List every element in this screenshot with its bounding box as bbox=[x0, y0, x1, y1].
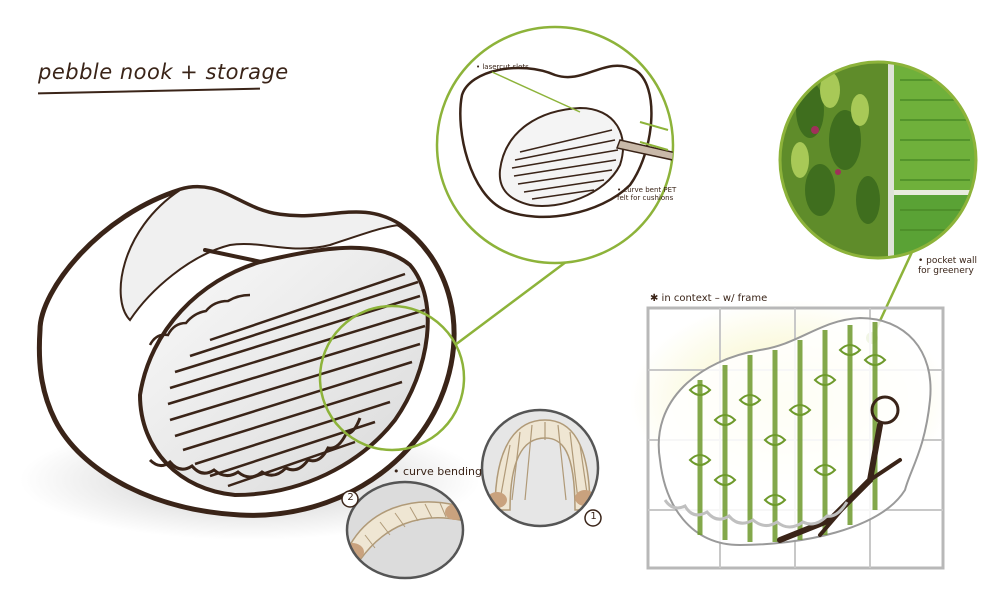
sketch-title: pebble nook + storage bbox=[38, 60, 289, 84]
pocket-wall-note: • pocket wall for greenery bbox=[918, 256, 978, 276]
step-1-marker bbox=[584, 509, 602, 527]
curve-bending-label: • curve bending bbox=[393, 465, 483, 478]
lasercut-slots-note: • lasercut slots bbox=[476, 63, 529, 71]
step-2-marker bbox=[341, 490, 359, 508]
curve-bending-photo-2 bbox=[345, 480, 465, 580]
pocket-wall-photo bbox=[778, 60, 978, 260]
curve-bent-felt-note: • curve bent PET felt for cushions bbox=[617, 186, 677, 202]
curve-bending-photo-1 bbox=[480, 408, 600, 528]
context-frame-drawing bbox=[630, 300, 950, 570]
step-1-label: 1 bbox=[590, 511, 597, 522]
step-2-label: 2 bbox=[347, 492, 354, 503]
detail-callout-circle bbox=[318, 304, 466, 452]
detail-view-circle bbox=[435, 25, 675, 265]
in-context-label: ✱ in context – w/ frame bbox=[650, 293, 768, 304]
